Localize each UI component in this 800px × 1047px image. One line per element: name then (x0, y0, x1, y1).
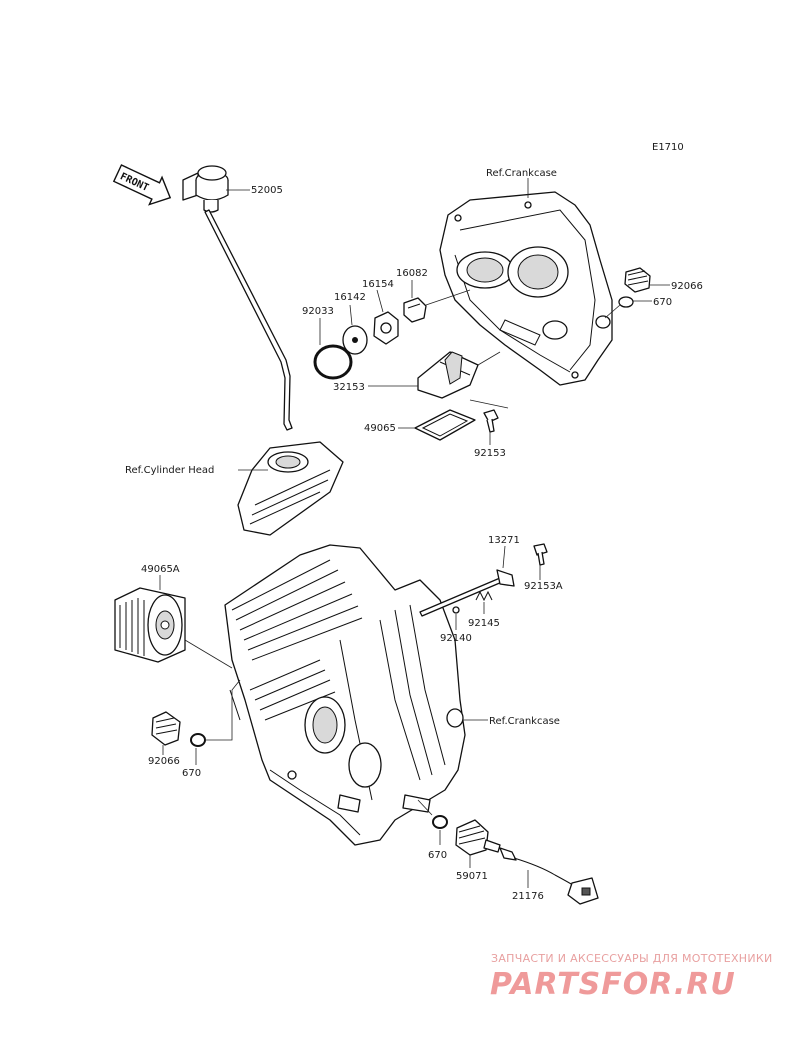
rotor-16082 (403, 297, 427, 323)
dipstick-part (182, 165, 293, 431)
label-52005: 52005 (251, 185, 283, 196)
ref-cylinder-head: Ref.Cylinder Head (125, 465, 214, 476)
pressure-switch-59071 (455, 819, 501, 856)
o-ring-670-top (618, 296, 634, 308)
label-92140: 92140 (440, 633, 472, 644)
crankcase-cover-part (439, 191, 613, 386)
gasket-49065 (414, 409, 476, 441)
label-92066-bottom: 92066 (148, 756, 180, 767)
crankcase-part (224, 544, 466, 846)
label-13271: 13271 (488, 535, 520, 546)
ref-crankcase-top: Ref.Crankcase (486, 168, 557, 179)
bolt-92153A (533, 543, 548, 566)
watermark-tagline: ЗАПЧАСТИ И АКСЕССУАРЫ ДЛЯ МОТОТЕХНИКИ (491, 952, 773, 965)
front-arrow-icon: FRONT (112, 164, 172, 206)
lead-wire-21176 (499, 847, 599, 905)
label-92066-top: 92066 (671, 281, 703, 292)
shaft-13271 (419, 569, 515, 617)
ball-92140 (452, 606, 460, 614)
label-21176: 21176 (512, 891, 544, 902)
label-16154: 16154 (362, 279, 394, 290)
label-92033: 92033 (302, 306, 334, 317)
label-92153A: 92153A (524, 581, 563, 592)
label-670-bottom: 670 (428, 850, 447, 861)
watermark-brand: PARTSFOR.RU (490, 967, 736, 1002)
drain-plug-92066-bottom (151, 711, 181, 746)
label-92145: 92145 (468, 618, 500, 629)
label-670-left: 670 (182, 768, 201, 779)
o-ring-92033 (313, 344, 353, 380)
ref-crankcase-bottom: Ref.Crankcase (489, 716, 560, 727)
label-670-top: 670 (653, 297, 672, 308)
rotor-16154 (373, 311, 399, 345)
o-ring-670-left (190, 733, 206, 747)
label-16082: 16082 (396, 268, 428, 279)
figure-code: E1710 (652, 142, 684, 153)
spring-92145 (475, 590, 493, 602)
label-49065A: 49065A (141, 564, 180, 575)
oil-filter-49065A (114, 587, 186, 663)
label-49065: 49065 (364, 423, 396, 434)
drain-plug-92066-top (624, 267, 651, 293)
label-16142: 16142 (334, 292, 366, 303)
label-32153: 32153 (333, 382, 365, 393)
label-92153: 92153 (474, 448, 506, 459)
bolt-92153 (483, 409, 499, 433)
washer-16142 (342, 325, 368, 355)
cylinder-head-part (237, 441, 344, 536)
label-59071: 59071 (456, 871, 488, 882)
breather-32153 (417, 351, 479, 399)
o-ring-670-bottom (432, 815, 448, 829)
